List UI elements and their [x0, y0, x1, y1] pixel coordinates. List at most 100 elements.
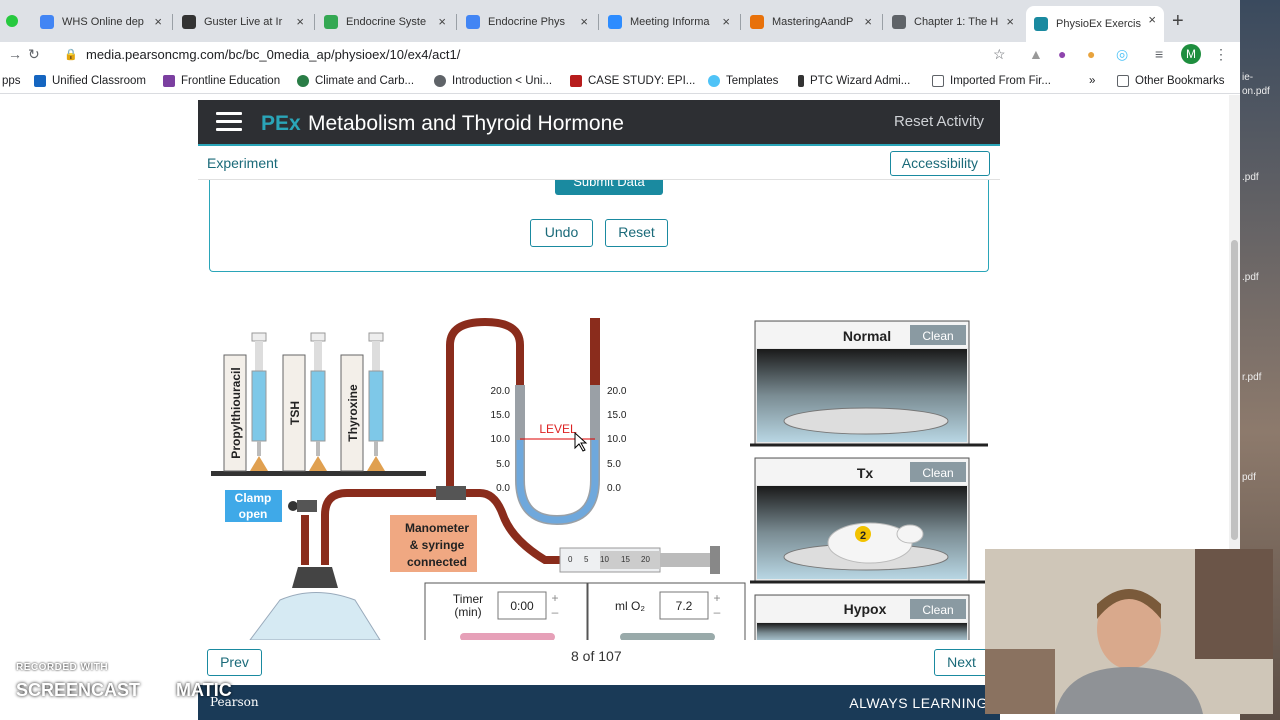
bookmark-star-icon[interactable]: ☆ — [993, 46, 1006, 62]
syringe-propylthiouracil[interactable]: Propylthiouracil — [223, 332, 268, 472]
experiment-tab[interactable]: Experiment — [207, 155, 278, 171]
prev-button[interactable]: Prev — [207, 649, 262, 676]
tab-close-icon[interactable]: × — [722, 14, 730, 29]
page-scrollbar-thumb[interactable] — [1231, 240, 1238, 540]
menu-kebab-icon[interactable]: ⋮ — [1214, 46, 1228, 62]
timer-value[interactable]: 0:00 — [510, 599, 534, 613]
forward-icon[interactable]: → — [8, 46, 22, 62]
clamp-toggle[interactable]: Clamp open — [225, 490, 282, 522]
browser-tab[interactable]: PhysioEx Exercis× — [1026, 6, 1164, 42]
bookmark-apps[interactable]: pps — [2, 75, 21, 87]
bookmark-item[interactable]: Unified Classroom — [34, 75, 146, 87]
tab-close-icon[interactable]: × — [580, 14, 588, 29]
clamp-body — [297, 500, 317, 512]
extension-icon[interactable]: ● — [1087, 46, 1096, 62]
browser-tab[interactable]: WHS Online dep× — [32, 8, 170, 36]
syringe-label: Thyroxine — [346, 384, 360, 442]
mlo2-value[interactable]: 7.2 — [676, 599, 693, 613]
tab-close-icon[interactable]: × — [1148, 12, 1156, 27]
next-button[interactable]: Next — [934, 649, 989, 676]
rat[interactable]: 2 — [827, 522, 924, 564]
svg-text:10: 10 — [600, 555, 609, 564]
extension-icon[interactable]: ● — [1058, 46, 1067, 62]
chamber-clean-button[interactable]: Clean — [922, 466, 953, 480]
browser-tab[interactable]: Endocrine Syste × — [316, 8, 454, 36]
tab-close-icon[interactable]: × — [438, 14, 446, 29]
bookmark-item[interactable]: Frontline Education — [163, 75, 280, 87]
lab-workbench: Propylthiouracil TSH Thyroxine Clamp ope… — [211, 317, 988, 640]
bookmark-folder[interactable]: Imported From Fir... — [932, 75, 1051, 87]
desktop-file-label[interactable]: pdf — [1242, 472, 1256, 483]
bookmark-folder[interactable]: Other Bookmarks — [1117, 75, 1224, 87]
tab-separator — [172, 14, 173, 30]
scale-left-tick: 10.0 — [491, 434, 511, 445]
bookmark-item[interactable]: Introduction < Uni... — [434, 75, 552, 87]
tab-close-icon[interactable]: × — [296, 14, 304, 29]
profile-avatar[interactable]: M — [1181, 44, 1201, 64]
syringe-tube — [450, 489, 560, 564]
mlo2-minus-icon[interactable]: – — [714, 605, 721, 619]
chamber-hypox[interactable]: Hypox Clean — [754, 594, 970, 640]
reset-activity-link[interactable]: Reset Activity — [893, 113, 984, 130]
mlo2-plus-icon[interactable]: + — [713, 591, 720, 605]
air-syringe[interactable]: 0 5 10 15 20 — [559, 546, 720, 574]
timer-plus-icon[interactable]: + — [551, 591, 558, 605]
lock-icon: 🔒 — [64, 49, 78, 61]
chamber-clean-button[interactable]: Clean — [922, 329, 953, 343]
watermark-recorded-with: RECORDED WITH — [16, 662, 109, 673]
tab-separator — [456, 14, 457, 30]
clamp-knob[interactable] — [288, 501, 298, 511]
chamber-name: Hypox — [844, 601, 887, 617]
tab-favicon-icon — [892, 15, 906, 29]
browser-tab[interactable]: Meeting Informa× — [600, 8, 738, 36]
desktop-file-label[interactable]: .pdf — [1242, 172, 1259, 183]
bookmarks-overflow-icon[interactable]: » — [1089, 75, 1096, 87]
desktop-file-label[interactable]: ie- — [1242, 72, 1254, 83]
chamber-normal[interactable]: Normal Clean — [750, 320, 988, 447]
reset-button[interactable]: Reset — [605, 219, 668, 247]
bookmark-item[interactable]: Templates — [708, 75, 778, 87]
desktop-file-label[interactable]: .pdf — [1242, 272, 1259, 283]
reload-icon[interactable]: ↻ — [28, 46, 40, 62]
bookmark-item[interactable]: Climate and Carb... — [297, 75, 414, 87]
level-label[interactable]: LEVEL — [539, 422, 577, 436]
desktop-file-label[interactable]: r.pdf — [1242, 372, 1262, 383]
svg-text:(min): (min) — [454, 605, 481, 619]
extension-icon[interactable]: ▲ — [1029, 46, 1043, 62]
extension-icon[interactable]: ◎ — [1116, 46, 1129, 62]
browser-tab[interactable]: MasteringAandP × — [742, 8, 880, 36]
chamber-tx[interactable]: Tx Clean 2 — [750, 457, 988, 584]
tab-title: Guster Live at Ir — [204, 16, 283, 28]
new-tab-button[interactable]: + — [1172, 10, 1184, 32]
mlo2-panel: ml O₂ 7.2 + – — [587, 582, 746, 640]
chamber-clean-button[interactable]: Clean — [922, 603, 953, 617]
url-input[interactable]: media.pearsoncmg.com/bc/bc_0media_ap/phy… — [86, 47, 461, 62]
tab-close-icon[interactable]: × — [154, 14, 162, 29]
pearson-footer: Pearson ALWAYS LEARNING — [198, 685, 1000, 720]
bookmark-item[interactable]: CASE STUDY: EPI... — [570, 75, 695, 87]
browser-tab[interactable]: Endocrine Phys× — [458, 8, 596, 36]
tab-close-icon[interactable]: × — [864, 14, 872, 29]
bookmark-item[interactable]: PTC Wizard Admi... — [798, 75, 910, 87]
syringe-tsh[interactable]: TSH — [282, 332, 327, 472]
connector-tube — [321, 489, 450, 565]
browser-tab[interactable]: Guster Live at Ir × — [174, 8, 312, 36]
window-zoom-button[interactable] — [6, 15, 18, 27]
undo-button[interactable]: Undo — [530, 219, 593, 247]
hamburger-menu-icon[interactable] — [216, 112, 242, 132]
accessibility-button[interactable]: Accessibility — [889, 151, 990, 176]
footer-tagline: ALWAYS LEARNING — [849, 695, 988, 711]
tab-title: MasteringAandP — [772, 16, 854, 28]
tab-title: Endocrine Syste — [346, 16, 427, 28]
bookmark-icon — [34, 75, 46, 87]
tab-close-icon[interactable]: × — [1006, 14, 1014, 29]
reading-list-icon[interactable]: ≡ — [1155, 46, 1164, 62]
submit-data-button[interactable]: Submit Data — [555, 180, 663, 195]
browser-tab[interactable]: Chapter 1: The H× — [884, 8, 1022, 36]
browser-tab-bar: WHS Online dep×Guster Live at Ir×Endocri… — [0, 0, 1240, 42]
syringe-thyroxine[interactable]: Thyroxine — [340, 332, 385, 472]
timer-minus-icon[interactable]: – — [552, 605, 559, 619]
desktop-file-label[interactable]: on.pdf — [1242, 86, 1270, 97]
tab-favicon-icon — [40, 15, 54, 29]
rat-number: 2 — [860, 530, 866, 542]
